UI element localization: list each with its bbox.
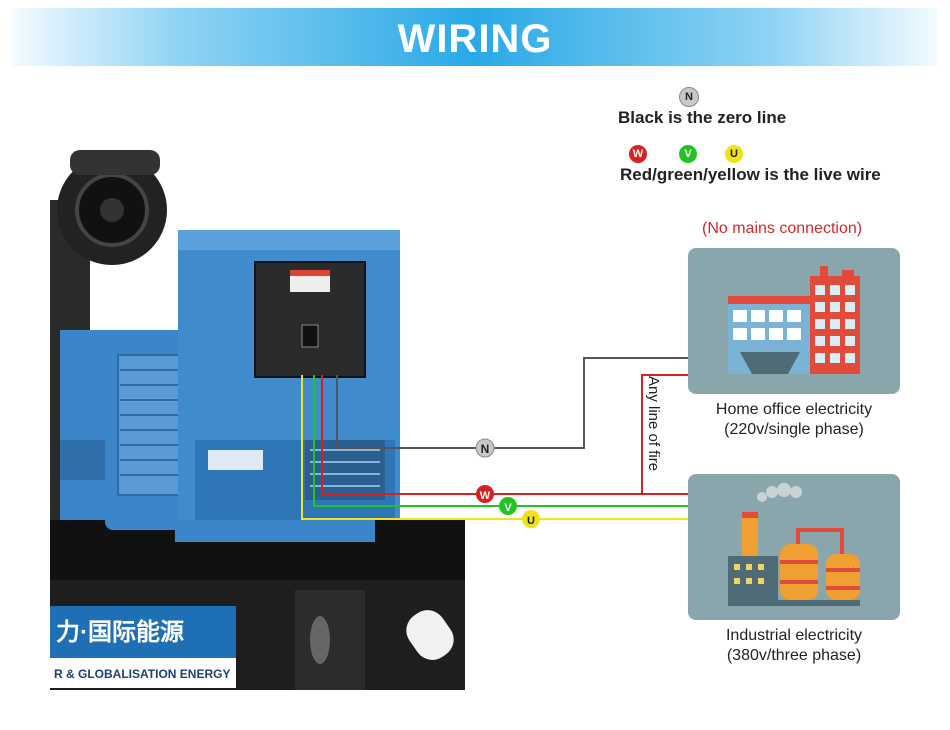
home-caption-line2: (220v/single phase) — [724, 421, 864, 438]
any-line-of-fire-label: Any line of fire — [645, 376, 662, 472]
wire-marker-w: W — [476, 485, 494, 503]
brand-cn-text: 力·国际能源 — [56, 619, 184, 646]
industry-caption-line1: Industrial electricity — [725, 627, 863, 644]
home-office-caption: Home office electricity (220v/single pha… — [688, 400, 900, 440]
red-live-wire — [321, 375, 688, 495]
generator-illustration — [50, 150, 465, 690]
green-live-wire — [313, 375, 688, 507]
neutral-wire — [336, 357, 688, 449]
page-title: WIRING — [397, 17, 553, 61]
home-caption-line1: Home office electricity — [715, 401, 873, 418]
generator-brand-plate: 力·国际能源 R & GLOBALISATION ENERGY — [50, 606, 236, 688]
industrial-caption: Industrial electricity (380v/three phase… — [688, 626, 900, 666]
u-phase-dot-icon: U — [725, 145, 743, 163]
factory-icon — [728, 483, 860, 606]
title-banner: WIRING — [12, 8, 938, 66]
yellow-live-wire — [301, 375, 688, 520]
neutral-dot-icon: N — [679, 87, 699, 107]
industry-caption-line2: (380v/three phase) — [726, 647, 862, 664]
wire-marker-n: N — [475, 438, 495, 458]
wire-marker-u: U — [522, 510, 540, 528]
marker-u-label: U — [527, 515, 535, 527]
w-phase-dot-icon: W — [629, 145, 647, 163]
wire-marker-v: V — [499, 497, 517, 515]
office-building-icon — [728, 266, 860, 374]
marker-w-label: W — [480, 490, 491, 502]
red-to-home-wire — [641, 374, 688, 494]
marker-n-label: N — [481, 442, 490, 456]
legend-neutral-text: Black is the zero line — [618, 108, 787, 127]
brand-plate-strip: R & GLOBALISATION ENERGY — [50, 658, 236, 688]
legend-live-text: Red/green/yellow is the live wire — [620, 165, 881, 184]
no-mains-note: (No mains connection) — [702, 220, 863, 237]
marker-v-label: V — [504, 502, 512, 514]
wires — [301, 357, 688, 520]
brand-en-text: R & GLOBALISATION ENERGY — [54, 667, 231, 681]
v-phase-dot-icon: V — [679, 145, 697, 163]
